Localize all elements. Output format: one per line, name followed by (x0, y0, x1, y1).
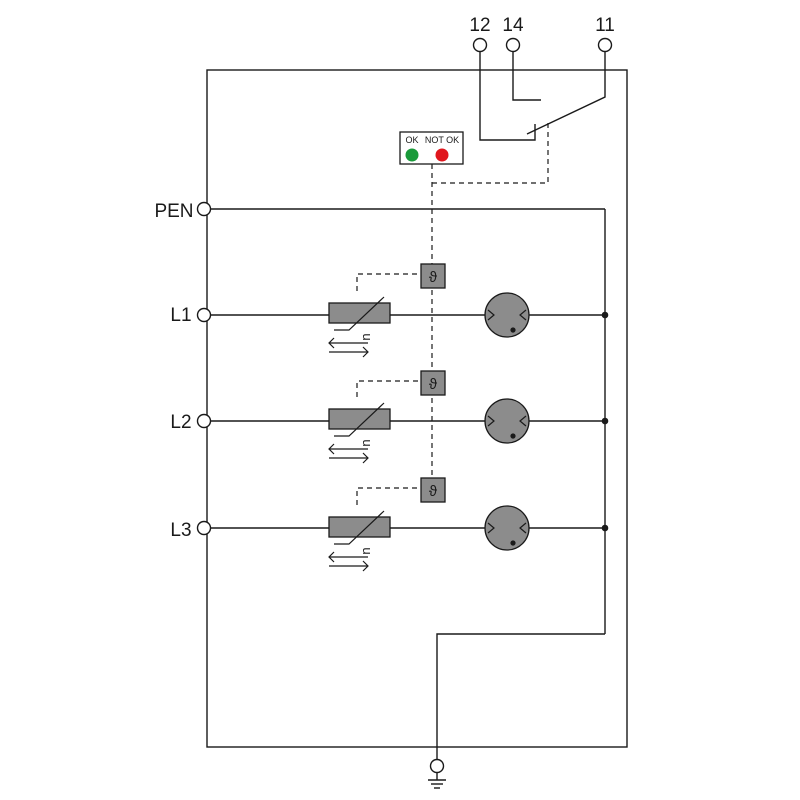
ground-icon (428, 772, 446, 789)
spark-gap-icon (484, 505, 530, 551)
terminal-l2[interactable] (196, 413, 212, 429)
ground-terminal[interactable] (429, 758, 445, 774)
spark-gap-icon (484, 398, 530, 444)
thermal-disconnector-icon: ϑ (420, 263, 446, 289)
thermal-label: ϑ (429, 376, 438, 393)
stage-l3: L3 u ϑ (170, 477, 609, 572)
junction-dot (601, 524, 609, 532)
not-ok-label: NOT OK (425, 135, 459, 145)
thermal-label: ϑ (429, 483, 438, 500)
status-indicator: OK NOT OK (399, 131, 464, 165)
ok-lamp (405, 148, 419, 162)
terminal-l3[interactable] (196, 520, 212, 536)
varistor-direction-arrows (328, 551, 369, 572)
varistor-icon (328, 510, 391, 545)
terminal-14-label: 14 (502, 15, 524, 36)
varistor-u-label: u (360, 333, 375, 340)
thermal-label: ϑ (429, 269, 438, 286)
varistor-icon (328, 402, 391, 437)
ok-label: OK (405, 135, 418, 145)
varistor-icon (328, 296, 391, 331)
terminal-11[interactable] (597, 37, 613, 53)
terminal-12-label: 12 (469, 15, 490, 36)
stage-l2: L2 u ϑ (170, 370, 609, 464)
terminal-pen-label: PEN (154, 201, 193, 222)
varistor-u-label: u (360, 547, 375, 554)
junction-dot (601, 311, 609, 319)
terminal-l1-label: L1 (170, 305, 191, 326)
varistor-u-label: u (360, 439, 375, 446)
terminal-l3-label: L3 (170, 520, 191, 541)
thermal-disconnector-icon: ϑ (420, 477, 446, 503)
contact-mechanical-link (432, 123, 549, 184)
earth-wire (436, 633, 605, 760)
varistor-direction-arrows (328, 443, 369, 464)
terminal-14[interactable] (505, 37, 521, 53)
terminal-12[interactable] (472, 37, 488, 53)
thermal-disconnector-icon: ϑ (420, 370, 446, 396)
remote-contact (479, 51, 606, 141)
terminal-pen[interactable] (196, 201, 212, 217)
spark-gap-icon (484, 292, 530, 338)
terminal-l1[interactable] (196, 307, 212, 323)
junction-dot (601, 417, 609, 425)
terminal-l2-label: L2 (170, 412, 191, 433)
stage-l1: L1 u ϑ (170, 263, 609, 358)
varistor-direction-arrows (328, 337, 369, 358)
device-housing (206, 69, 628, 748)
terminal-11-label: 11 (595, 15, 615, 36)
not-ok-lamp (435, 148, 449, 162)
